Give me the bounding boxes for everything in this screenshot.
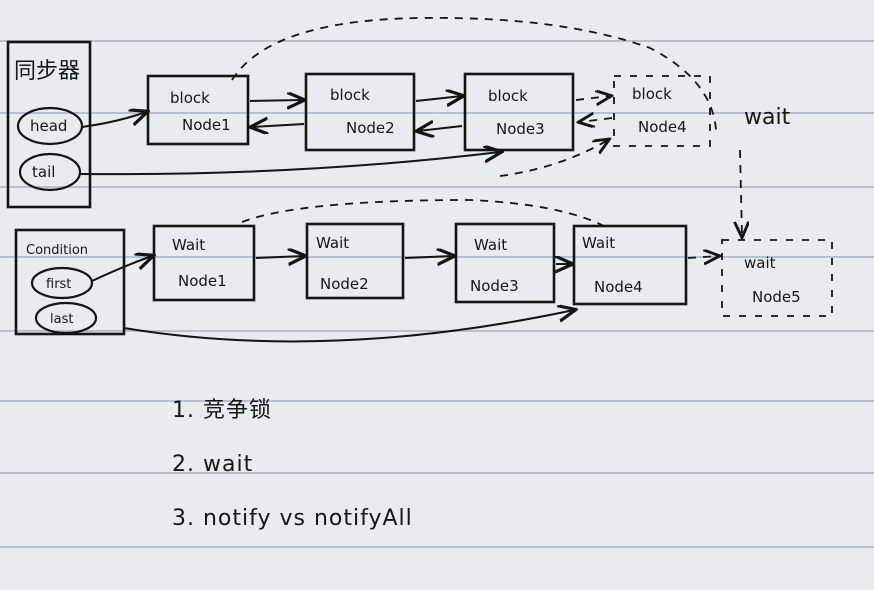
head-label: head: [30, 117, 67, 135]
next-wait-4-5: [687, 256, 718, 258]
sync-queue-title: 同步器: [14, 59, 80, 84]
block-node-4: block Node4: [613, 75, 711, 147]
next-arrow-3-4: [575, 96, 610, 100]
first-arrow: [91, 256, 152, 282]
wait-node-5: wait Node5: [721, 239, 833, 317]
wait-node-3: Wait Node3: [454, 222, 556, 304]
tail-arrow: [79, 152, 500, 176]
block-node-4-line1: block: [632, 85, 672, 103]
paper-rule: [0, 472, 874, 474]
condition-title: Condition: [26, 243, 88, 258]
prev-arrow-3-2: [418, 126, 463, 131]
bottom-arc-dashed: [241, 199, 605, 227]
next-wait-2-3: [404, 256, 453, 258]
wait-node-3-line2: Node3: [470, 277, 519, 295]
wait-node-2: Wait Node2: [305, 222, 405, 300]
block-node-2: block Node2: [304, 72, 416, 152]
block-node-3-line2: Node3: [496, 120, 545, 138]
wait-node-1-line2: Node1: [178, 272, 227, 290]
block-node-1: block Node1: [146, 74, 250, 146]
last-arrow: [123, 310, 574, 343]
paper-rule: [0, 112, 874, 114]
next-wait-1-2: [255, 256, 304, 258]
tail-oval: [18, 152, 82, 192]
block-node-2-line1: block: [330, 86, 370, 104]
prev-arrow-4-3: [580, 118, 613, 122]
wait-node-4: Wait Node4: [572, 224, 688, 306]
block-node-2-line2: Node2: [346, 119, 395, 137]
sync-queue-box: 同步器 head tail: [6, 40, 92, 209]
paper-rule: [0, 40, 874, 42]
next-arrow-2-3: [415, 96, 462, 101]
wait-label: wait: [744, 105, 791, 130]
wait-node-1: Wait Node1: [152, 224, 256, 302]
last-label: last: [50, 312, 73, 327]
note-3: 3. notify vs notifyAll: [172, 506, 413, 531]
wait-node-3-line1: Wait: [474, 236, 507, 254]
prev-arrow-2-1: [252, 124, 305, 127]
wait-node-5-line1: wait: [744, 254, 776, 272]
note-1: 1. 竞争锁: [172, 398, 272, 423]
first-label: first: [46, 277, 71, 292]
first-oval: [30, 266, 94, 300]
paper-rule: [0, 330, 874, 332]
paper-rule: [0, 546, 874, 548]
wait-node-4-line2: Node4: [594, 278, 643, 296]
wait-node-2-line1: Wait: [316, 234, 349, 252]
wait-down-arrow: [740, 149, 742, 236]
block-node-1-line1: block: [170, 89, 210, 107]
wait-node-1-line1: Wait: [172, 236, 205, 254]
block-node-4-line2: Node4: [638, 118, 687, 136]
note-2: 2. wait: [172, 452, 254, 477]
wait-node-2-line2: Node2: [320, 275, 369, 293]
block-node-3: block Node3: [463, 72, 575, 152]
paper-rule: [0, 400, 874, 402]
tail-label: tail: [32, 163, 55, 181]
head-arrow: [81, 112, 146, 128]
block-node-1-line2: Node1: [182, 116, 231, 134]
last-oval: [34, 301, 98, 335]
condition-box: Condition first last: [14, 228, 126, 336]
wait-node-5-line2: Node5: [752, 288, 801, 306]
top-arc-dashed: [231, 16, 717, 131]
block-node-3-line1: block: [488, 87, 528, 105]
paper-rule: [0, 186, 874, 188]
wait-node-4-line1: Wait: [582, 234, 615, 252]
next-arrow-1-2: [249, 100, 303, 101]
tail-arrow-dashed: [499, 140, 608, 177]
